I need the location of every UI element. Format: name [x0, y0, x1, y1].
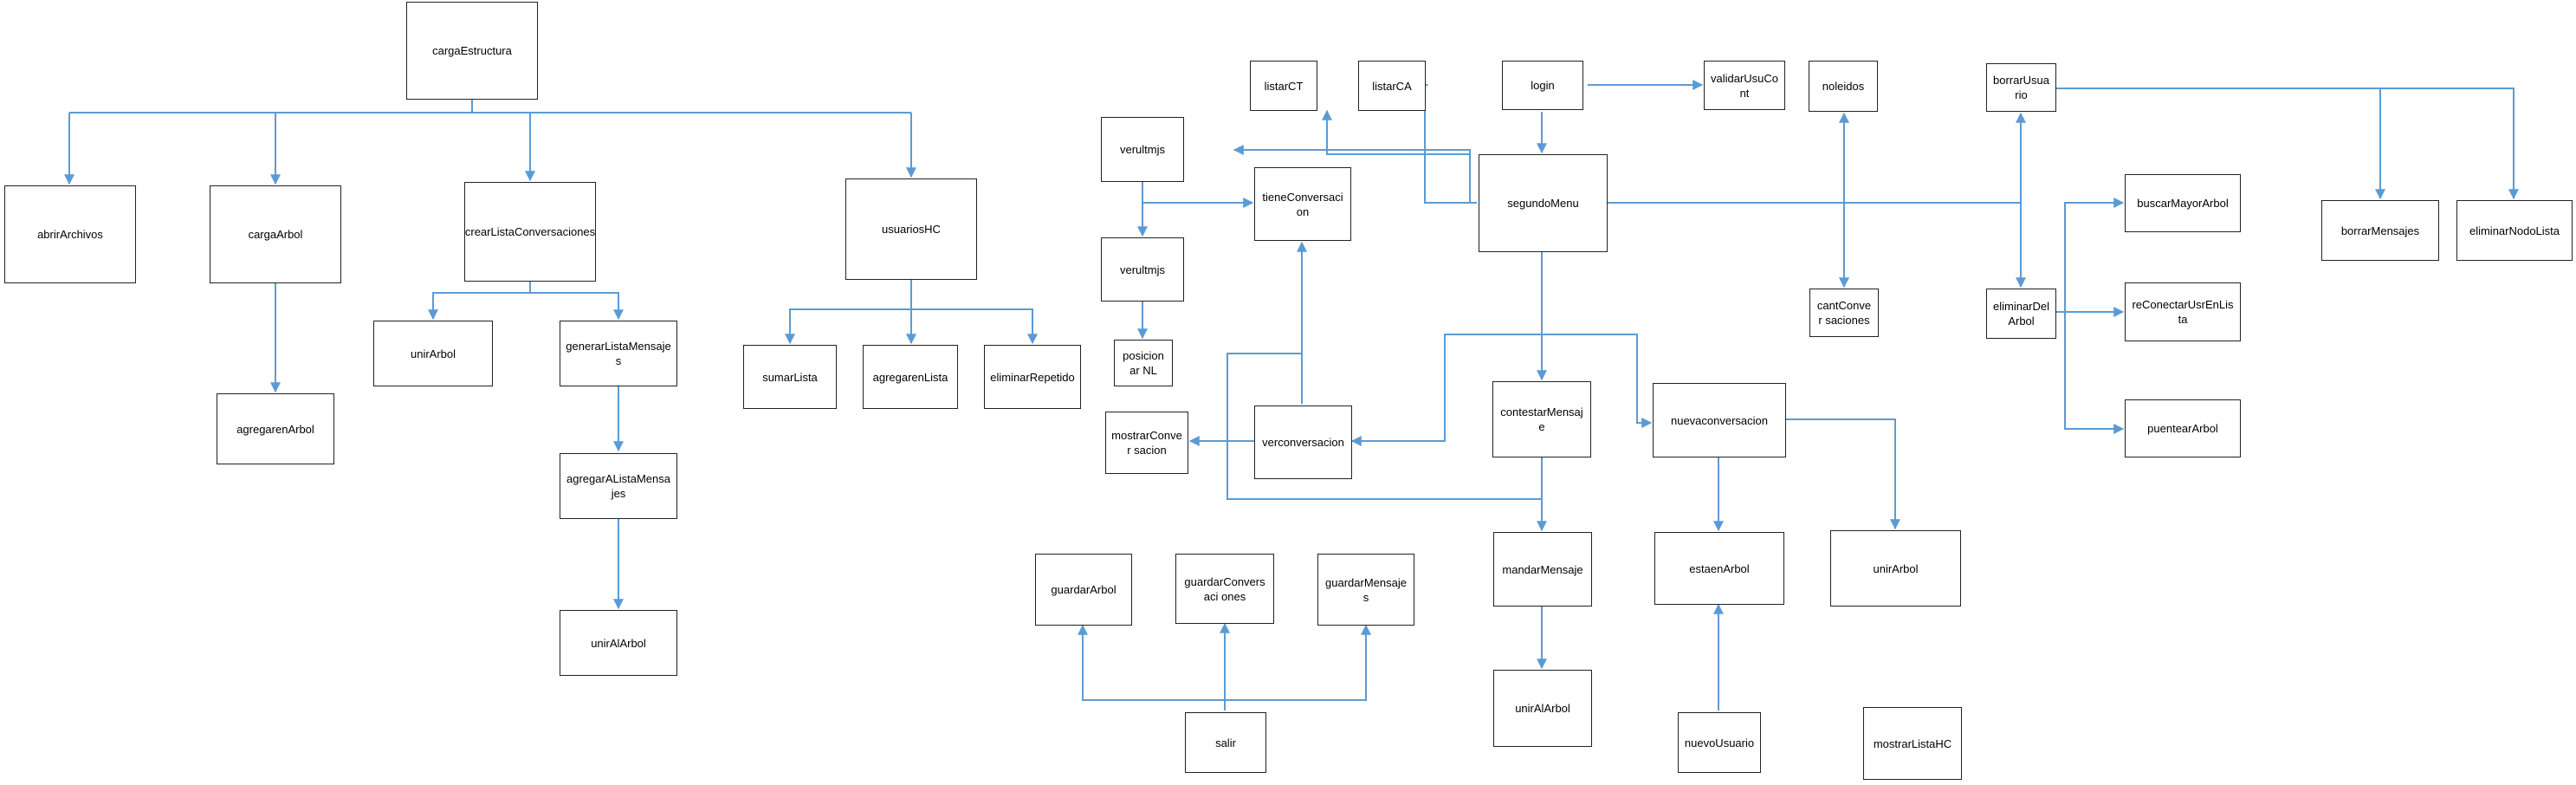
node-generarlistamensajes: generarListaMensajes — [560, 321, 677, 386]
node-eliminarnodolista: eliminarNodoLista — [2456, 200, 2573, 261]
node-sumarlista: sumarLista — [743, 345, 837, 409]
node-eliminarrepetido: eliminarRepetido — [984, 345, 1081, 409]
node-crearlistaconversaciones: crearListaConversaciones — [464, 182, 596, 282]
node-borrarusuario: borrarUsuario — [1986, 63, 2056, 112]
connector-usuarioshc-eliminarrepetido — [911, 308, 1038, 345]
node-usuarioshc: usuariosHC — [845, 178, 977, 280]
node-eliminardelarbol: eliminarDel Arbol — [1986, 289, 2056, 339]
node-guardarconversaciones: guardarConversaci ones — [1175, 554, 1274, 624]
node-cantconversaciones: cantConver saciones — [1809, 289, 1879, 337]
node-login: login — [1502, 61, 1583, 110]
node-mostrarconversacion: mostrarConver sacion — [1105, 412, 1188, 474]
node-uniralarbol-right: unirAlArbol — [1493, 670, 1592, 747]
node-verultmjs-top: verultmjs — [1101, 117, 1184, 182]
node-contestarmensaje: contestarMensaje — [1492, 381, 1591, 457]
node-nuevousuario: nuevoUsuario — [1678, 712, 1761, 773]
node-buscarmayorarbol: buscarMayorArbol — [2125, 174, 2241, 232]
node-validarusucont: validarUsuCont — [1704, 61, 1785, 110]
connector-nuevaconv-unirarbol — [1786, 418, 1900, 530]
connector-salir-guardararbol — [1078, 624, 1225, 701]
node-nuevaconversacion: nuevaconversacion — [1653, 383, 1786, 457]
node-abrirarchivos: abrirArchivos — [4, 185, 136, 283]
connector-eliminardel-puentear — [2064, 312, 2125, 434]
connector-borrarusuario-eliminarnodolista — [2380, 88, 2519, 200]
connector-usuarioshc-trunk — [785, 280, 912, 345]
node-guardarmensajes: guardarMensajes — [1317, 554, 1414, 626]
node-verconversacion: verconversacion — [1254, 405, 1352, 479]
node-mostrarlistahc: mostrarListaHC — [1863, 707, 1962, 780]
node-salir: salir — [1185, 712, 1266, 773]
node-agregarenlista: agregarenLista — [863, 345, 958, 409]
connector-salir-guardarmensajes — [1225, 624, 1371, 701]
node-puentearbol: puentearArbol — [2125, 399, 2241, 457]
node-guardararbol: guardarArbol — [1035, 554, 1132, 626]
connector-crearlista-trunk — [428, 282, 531, 321]
connector-segundomenu-nuevaconversacion — [1542, 334, 1653, 428]
connectors — [64, 80, 2519, 710]
node-estaenarbol: estaenArbol — [1654, 532, 1784, 605]
node-agregaralistamensajes: agregarAListaMensajes — [560, 453, 677, 519]
connector-crearlista-generarlista — [530, 292, 624, 321]
node-listarca: listarCA — [1358, 61, 1426, 111]
node-unirarbol-left: unirArbol — [373, 321, 493, 386]
connector-eliminardel-buscarmayor — [2056, 198, 2125, 313]
connector-contestar-tieneconv-loop — [1227, 353, 1542, 500]
node-noleidos: noleidos — [1809, 61, 1878, 112]
node-uniralarbol-left: unirAlArbol — [560, 610, 677, 676]
node-tieneconversacion: tieneConversacion — [1254, 167, 1351, 241]
node-agregarenarbol: agregarenArbol — [217, 393, 334, 464]
node-listarct: listarCT — [1250, 61, 1317, 111]
node-cargaestructura: cargaEstructura — [406, 2, 538, 100]
node-segundomenu: segundoMenu — [1479, 154, 1608, 252]
node-unirarbol-right: unirArbol — [1830, 530, 1961, 607]
node-borrarmensajes: borrarMensajes — [2321, 200, 2439, 261]
connector-segundomenu-listarca — [1418, 80, 1477, 204]
node-mandarmensaje: mandarMensaje — [1493, 532, 1592, 607]
node-verultmjs-bottom: verultmjs — [1101, 237, 1184, 302]
node-reconectarusrenlista: reConectarUsrEnLista — [2125, 282, 2241, 341]
connector-segundomenu-verultmjs — [1233, 145, 1477, 204]
node-cargaarbol: cargaArbol — [210, 185, 341, 283]
connector-segundomenu-loop — [1350, 334, 1542, 446]
node-posicionarnl: posicionar NL — [1114, 340, 1173, 386]
